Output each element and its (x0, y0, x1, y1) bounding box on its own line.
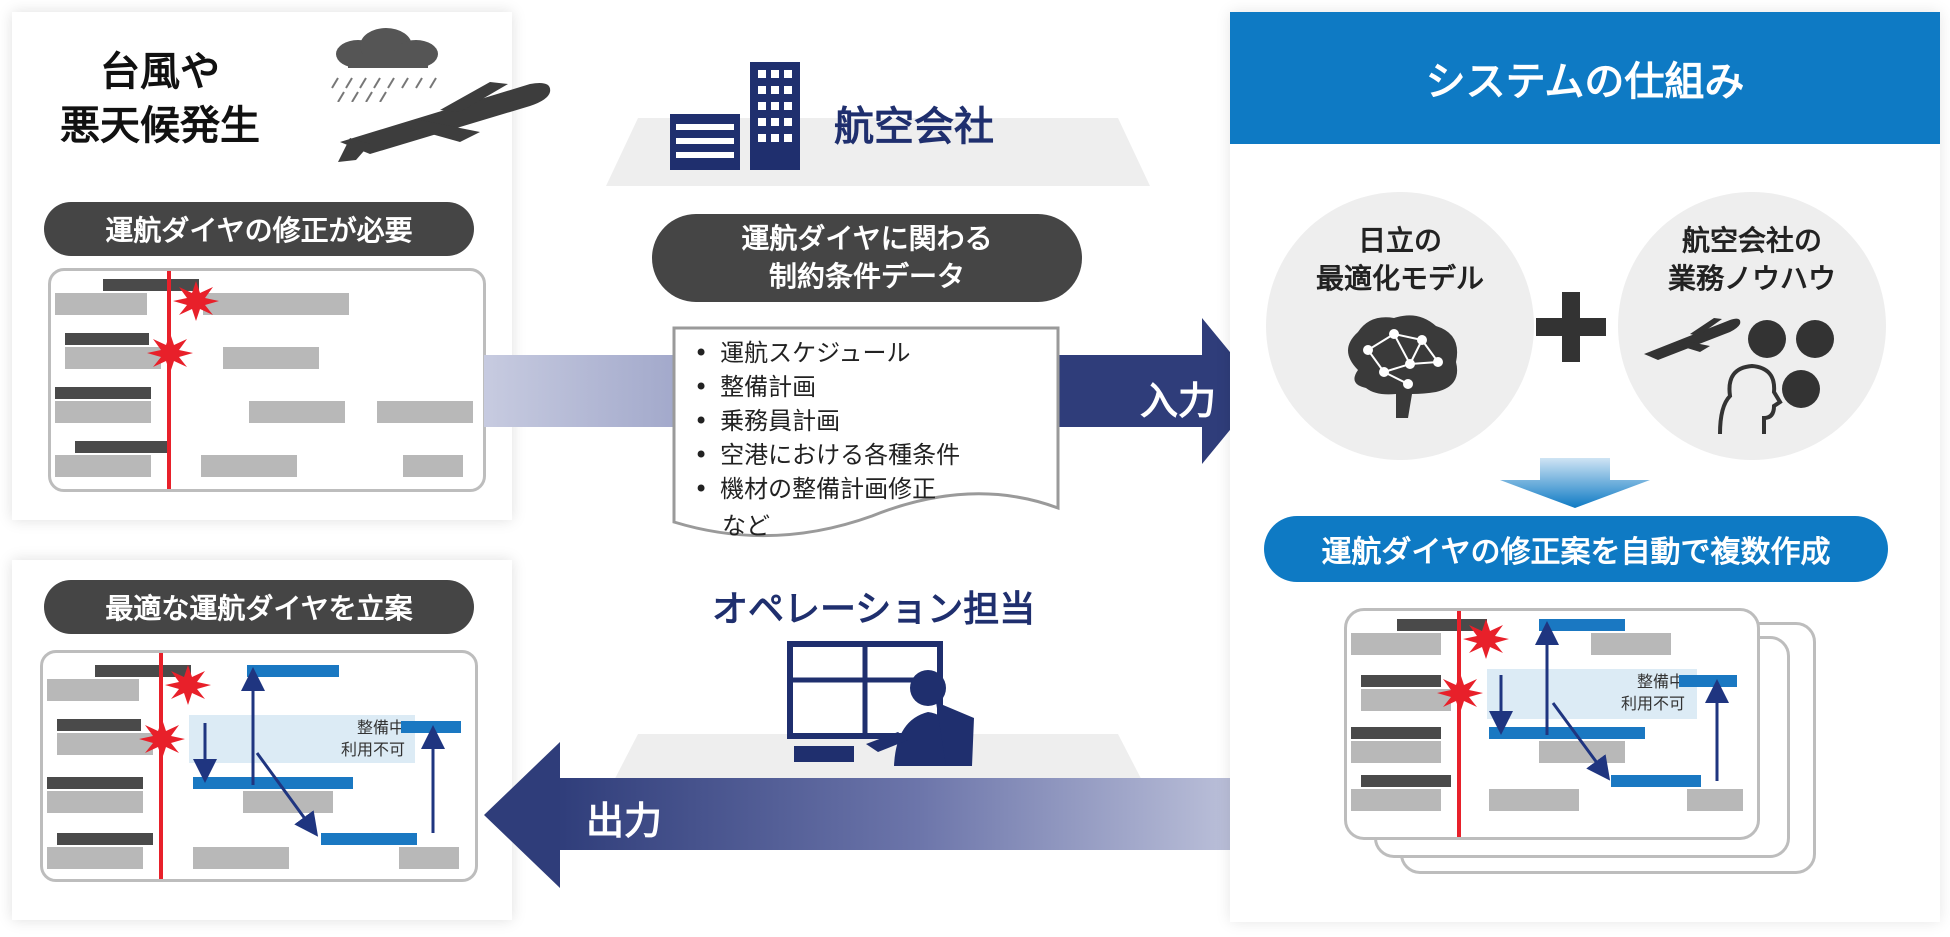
flight-bar (65, 333, 149, 345)
burst-icon (147, 333, 193, 373)
flight-bar (1351, 727, 1441, 739)
plus-icon (1536, 292, 1606, 362)
disruption-line (1457, 611, 1461, 837)
flight-bar (47, 791, 143, 813)
flight-bar (223, 347, 319, 369)
flight-bar (47, 679, 139, 701)
flight-bar (55, 387, 151, 399)
reassignment-arrows (193, 667, 445, 837)
disruption-line (159, 653, 163, 879)
operations-label: オペレーション担当 (712, 589, 1036, 630)
airplane-icon (338, 82, 551, 162)
maintenance-label: 整備中 利用不可 (189, 715, 415, 763)
reassigned-flight-bar (321, 833, 417, 845)
reassigned-flight-bar (1489, 727, 1645, 739)
reassigned-flight-bar (1539, 619, 1625, 631)
flight-bar (1351, 633, 1441, 655)
wrench-icon (1748, 320, 1786, 358)
constraint-tail: など (722, 512, 770, 540)
system-header: システムの仕組み (1230, 12, 1940, 144)
airline-label: 航空会社 (834, 104, 994, 150)
flight-bar (75, 441, 171, 453)
reassigned-flight-bar (247, 665, 339, 677)
optimization-model-circle: 日立の 最適化モデル (1266, 192, 1534, 460)
flight-bar (47, 847, 143, 869)
person-head-icon (1718, 363, 1783, 435)
flight-bar (1397, 619, 1487, 631)
flight-bar (1591, 633, 1671, 655)
flight-bar (399, 847, 459, 869)
flight-bar (65, 347, 161, 369)
flight-bar (1687, 789, 1743, 811)
result-schedule-chart: 整備中 利用不可 (1344, 608, 1760, 840)
airplane-icon (1644, 318, 1741, 360)
flight-bar (55, 293, 147, 315)
flight-bar (377, 401, 473, 423)
flight-bar (55, 401, 151, 423)
flight-bar (55, 455, 151, 477)
storm-cloud-icon (331, 28, 438, 102)
chart-icon (1796, 320, 1834, 358)
flight-bar (57, 719, 141, 731)
output-flow-band (556, 778, 1280, 850)
constraint-item: 空港における各種条件 (694, 438, 960, 472)
auto-generate-pill: 運航ダイヤの修正案を自動で複数作成 (1264, 516, 1888, 582)
burst-icon (173, 281, 219, 321)
flight-bar (1351, 789, 1441, 811)
constraint-item: 運航スケジュール (694, 336, 960, 370)
down-arrow (1500, 458, 1650, 508)
typhoon-title: 台風や 悪天候発生 (60, 49, 260, 149)
flight-bar (201, 455, 297, 477)
flight-bar (1361, 689, 1451, 711)
operator-monitor-icon (787, 641, 974, 766)
flight-bar (1361, 675, 1441, 687)
book-icon (1782, 370, 1820, 408)
burst-icon (165, 665, 211, 705)
output-arrow (484, 742, 560, 888)
brain-network-icon (1348, 315, 1458, 418)
output-label: 出力 (586, 799, 663, 843)
flight-bar (243, 791, 333, 813)
flight-bar (57, 833, 153, 845)
maintenance-label: 整備中 利用不可 (1487, 669, 1697, 719)
schedule-revision-needed-pill: 運航ダイヤの修正が必要 (44, 202, 474, 256)
flight-bar (1361, 775, 1451, 787)
reassigned-flight-bar (1611, 775, 1701, 787)
optimal-schedule-pill: 最適な運航ダイヤを立案 (44, 580, 474, 634)
constraint-data-pill: 運航ダイヤに関わる 制約条件データ (652, 214, 1082, 302)
flight-bar (249, 401, 345, 423)
reassigned-flight-bar (193, 777, 353, 789)
flight-bar (47, 777, 143, 789)
constraint-item: 機材の整備計画修正 (694, 472, 960, 506)
disruption-line (167, 271, 171, 489)
flight-bar (103, 279, 199, 291)
current-schedule-chart (48, 268, 486, 492)
flight-bar (95, 665, 191, 677)
flight-bar (403, 455, 463, 477)
constraint-item: 乗務員計画 (694, 404, 960, 438)
building-icon (670, 62, 800, 170)
constraint-list: 運航スケジュール 整備計画 乗務員計画 空港における各種条件 機材の整備計画修正 (694, 336, 960, 506)
flight-bar (203, 293, 349, 315)
input-label: 入力 (1140, 379, 1217, 423)
burst-icon (1463, 619, 1509, 659)
reassignment-arrows (1489, 621, 1729, 781)
flight-bar (57, 733, 153, 755)
input-arrow (1054, 318, 1262, 464)
flight-bar (1489, 789, 1579, 811)
airline-platform (606, 118, 1150, 186)
airline-knowhow-circle: 航空会社の 業務ノウハウ (1618, 192, 1886, 460)
flight-bar (193, 847, 289, 869)
optimized-schedule-chart: 整備中 利用不可 (40, 650, 478, 882)
burst-icon (139, 719, 185, 759)
flight-bar (1351, 741, 1441, 763)
constraint-item: 整備計画 (694, 370, 960, 404)
burst-icon (1437, 673, 1483, 713)
